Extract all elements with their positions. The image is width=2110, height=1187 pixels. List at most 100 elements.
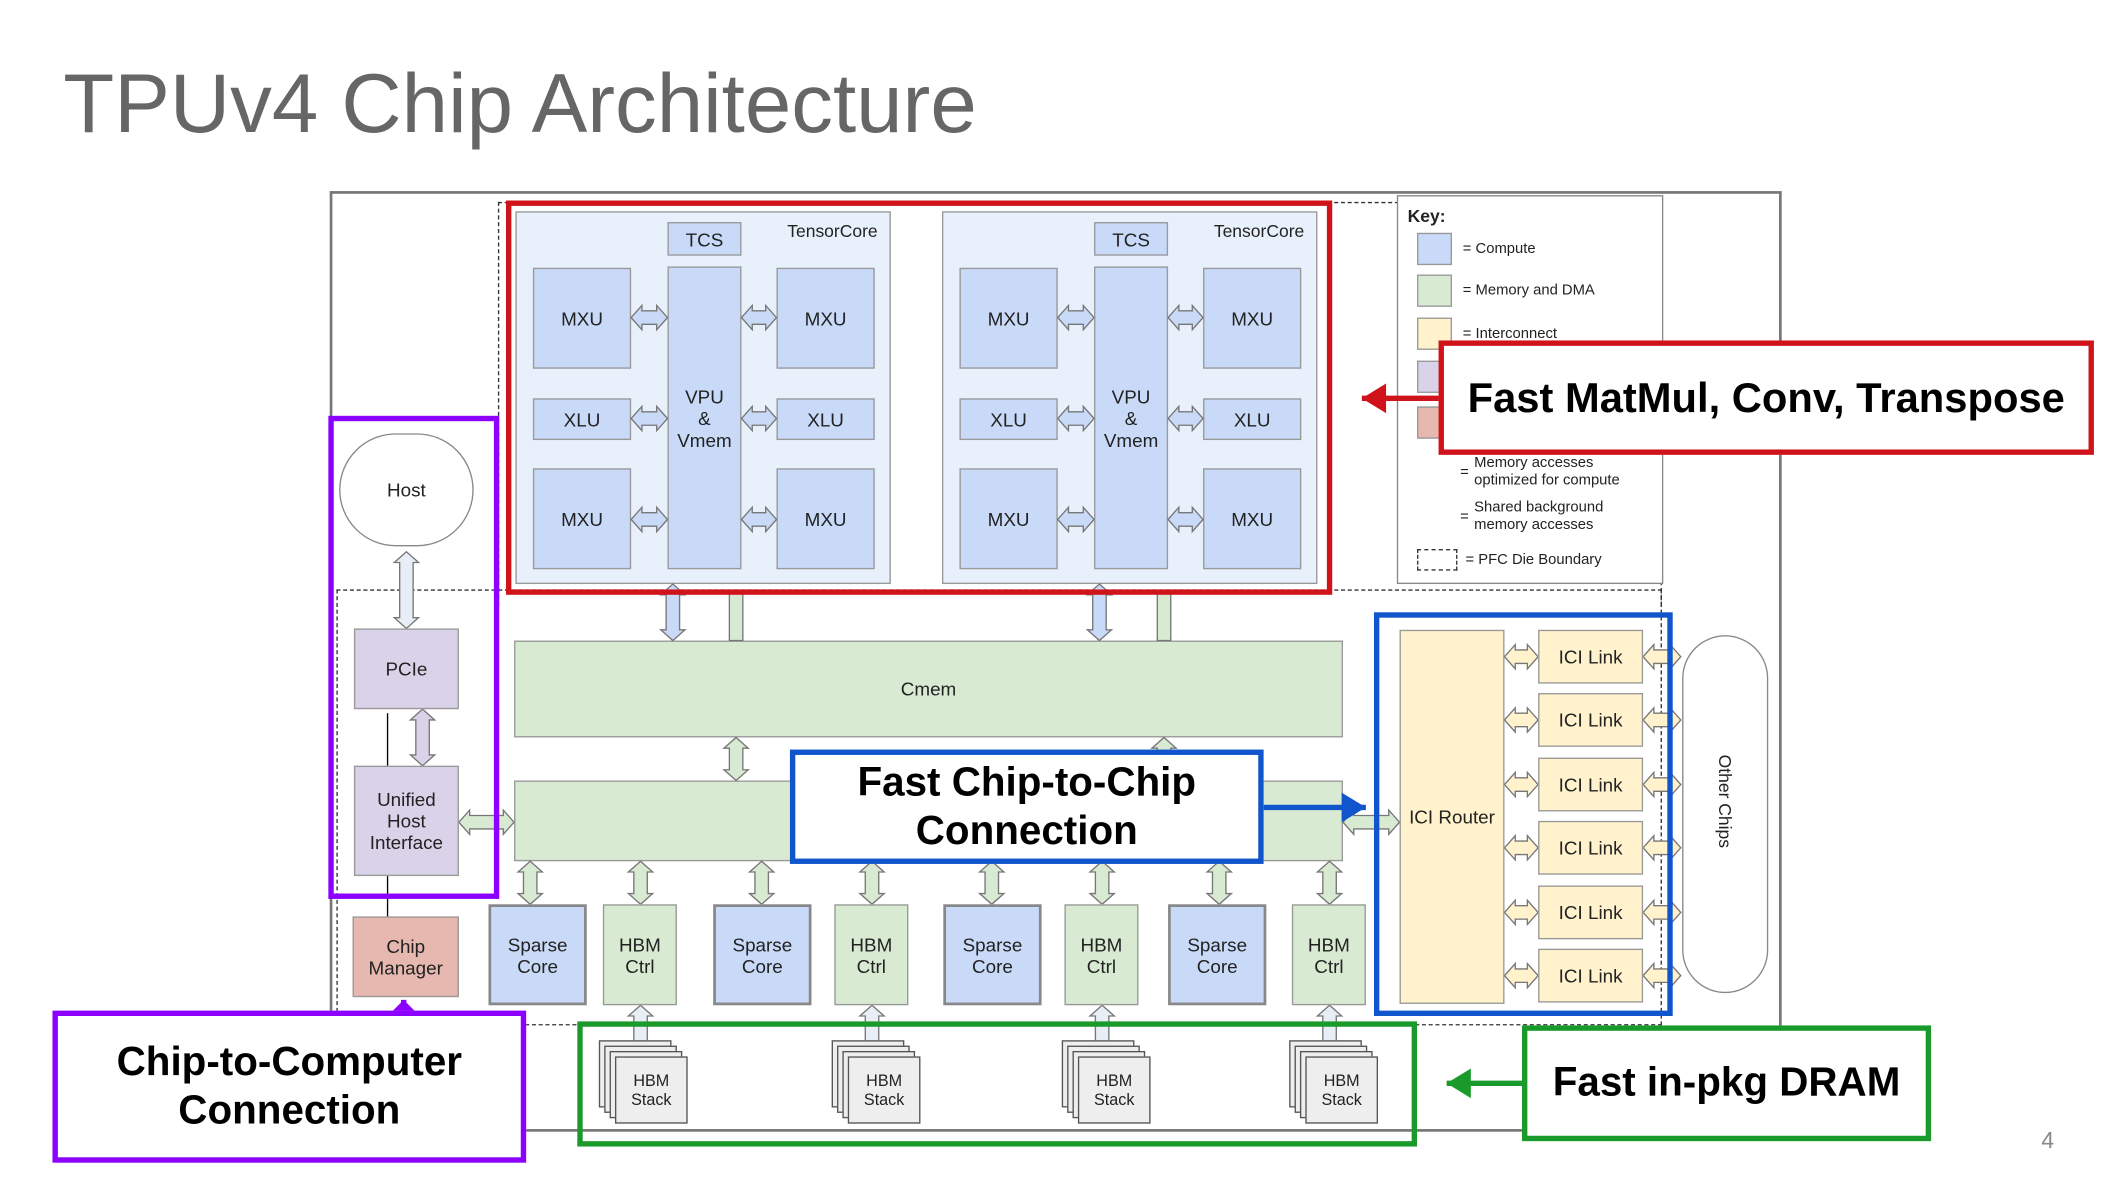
- double-arrow-icon: [740, 404, 778, 433]
- double-arrow-icon: [1056, 505, 1095, 534]
- host-cloud: Host: [339, 433, 474, 547]
- double-arrow-icon: [1503, 706, 1540, 734]
- double-arrow-icon: [1205, 860, 1234, 906]
- key-arrow-shared-label: Shared background memory accesses: [1474, 499, 1604, 533]
- tensorcore-highlight: [505, 200, 1333, 595]
- double-arrow-icon: [1315, 860, 1344, 906]
- ici-link-block: ICI Link: [1538, 885, 1644, 940]
- double-arrow-icon: [626, 860, 655, 906]
- double-arrow-icon: [722, 736, 750, 782]
- other-chips-cloud: [1682, 635, 1769, 994]
- callout-matmul: Fast MatMul, Conv, Transpose: [1438, 340, 2094, 455]
- double-arrow-icon: [740, 303, 778, 332]
- chip-manager-block: Chip Manager: [352, 916, 459, 998]
- key-die-label: = PFC Die Boundary: [1465, 551, 1602, 568]
- double-arrow-icon: [1503, 898, 1540, 927]
- slide-title: TPUv4 Chip Architecture: [63, 57, 977, 151]
- hbm-ctrl-block: HBM Ctrl: [1291, 904, 1366, 1006]
- ici-link-block: ICI Link: [1538, 948, 1644, 1003]
- double-arrow-icon: [740, 505, 778, 534]
- hbm-stack-block: HBM Stack: [1305, 1056, 1378, 1124]
- double-arrow-icon: [1167, 404, 1204, 433]
- double-arrow-icon: [1167, 303, 1204, 332]
- double-arrow-icon: [516, 860, 545, 906]
- hbm-ctrl-block: HBM Ctrl: [1064, 904, 1139, 1006]
- key-title: Key:: [1407, 205, 1446, 227]
- double-arrow-icon: [1056, 404, 1095, 433]
- mxu-block: MXU: [532, 468, 632, 570]
- mxu-block: MXU: [776, 267, 875, 369]
- key-compute-label: = Compute: [1462, 240, 1536, 258]
- hbm-highlight: [577, 1021, 1418, 1147]
- hbm-stack-block: HBM Stack: [1077, 1056, 1151, 1124]
- hbm-ctrl-block: HBM Ctrl: [602, 904, 677, 1006]
- tcs-block: TCS: [1094, 222, 1169, 256]
- hbm-stack-block: HBM Stack: [614, 1056, 688, 1124]
- tcs-block: TCS: [667, 222, 742, 256]
- double-arrow-icon: [1503, 833, 1540, 862]
- ici-link-block: ICI Link: [1538, 629, 1644, 684]
- dram-arrow-icon: [1446, 1068, 1471, 1099]
- key-memory: = Memory and DMA: [1417, 274, 1595, 307]
- ici-highlight: [1373, 612, 1673, 1017]
- tensorcore-label: TensorCore: [1213, 220, 1305, 241]
- xlu-block: XLU: [532, 398, 632, 441]
- callout-dram: Fast in-pkg DRAM: [1521, 1025, 1932, 1142]
- key-arrow-compute-label: Memory accesses optimized for compute: [1474, 454, 1620, 489]
- chip2computer-arrow-icon: [391, 999, 416, 1012]
- key-compute: = Compute: [1417, 232, 1536, 266]
- xlu-block: XLU: [776, 398, 875, 441]
- key-interconnect-label: = Interconnect: [1462, 325, 1558, 342]
- double-arrow-icon: [630, 505, 669, 534]
- double-arrow-icon: [1056, 303, 1095, 332]
- double-arrow-icon: [630, 404, 669, 433]
- sparse-core-block: Sparse Core: [943, 904, 1042, 1006]
- chip2chip-arrow-icon: [1341, 792, 1366, 823]
- sparse-core-block: Sparse Core: [488, 904, 587, 1006]
- host-highlight: [328, 415, 500, 899]
- key-arrow-compute: =Memory accesses optimized for compute: [1460, 455, 1648, 490]
- page-number: 4: [2041, 1127, 2055, 1154]
- unified-host-interface-block: Unified Host Interface: [353, 765, 459, 877]
- double-arrow-icon: [1088, 860, 1117, 906]
- double-arrow-icon: [1167, 505, 1204, 534]
- hbm-stack-block: HBM Stack: [847, 1056, 921, 1124]
- xlu-block: XLU: [1203, 398, 1302, 441]
- sparse-core-block: Sparse Core: [713, 904, 812, 1006]
- key-memory-label: = Memory and DMA: [1462, 282, 1595, 299]
- double-arrow-icon: [1503, 642, 1540, 671]
- matmul-arrow-icon: [1361, 383, 1387, 414]
- host-label: Host: [387, 479, 426, 501]
- sparse-core-block: Sparse Core: [1168, 904, 1267, 1006]
- cmem-block: Cmem: [514, 640, 1344, 738]
- double-arrow-icon: [747, 860, 776, 906]
- ici-router-block: ICI Router: [1399, 629, 1505, 1004]
- double-arrow-icon: [630, 303, 669, 332]
- mxu-block: MXU: [1203, 468, 1302, 570]
- vpu-vmem-block: VPU & Vmem: [667, 266, 742, 570]
- key-die: = PFC Die Boundary: [1417, 549, 1602, 571]
- callout-chip-to-computer: Chip-to-Computer Connection: [52, 1010, 527, 1163]
- pcie-block: PCIe: [353, 628, 459, 710]
- callout-chip-to-chip: Fast Chip-to-Chip Connection: [789, 749, 1264, 864]
- mxu-block: MXU: [1203, 267, 1302, 369]
- mxu-block: MXU: [532, 267, 632, 369]
- xlu-block: XLU: [959, 398, 1058, 441]
- vpu-vmem-block: VPU & Vmem: [1094, 266, 1169, 570]
- mxu-block: MXU: [959, 267, 1058, 369]
- mxu-block: MXU: [776, 468, 875, 570]
- ici-link-block: ICI Link: [1538, 757, 1644, 812]
- double-arrow-icon: [457, 808, 515, 837]
- mxu-block: MXU: [959, 468, 1058, 570]
- tensorcore-label: TensorCore: [787, 220, 878, 241]
- double-arrow-icon: [1503, 961, 1540, 990]
- key-arrow-shared: =Shared background memory accesses: [1460, 499, 1648, 534]
- double-arrow-icon: [977, 860, 1006, 906]
- ici-link-block: ICI Link: [1538, 693, 1644, 747]
- hbm-ctrl-block: HBM Ctrl: [834, 904, 909, 1006]
- ici-link-block: ICI Link: [1538, 820, 1644, 875]
- double-arrow-icon: [1503, 770, 1540, 799]
- double-arrow-icon: [858, 860, 886, 906]
